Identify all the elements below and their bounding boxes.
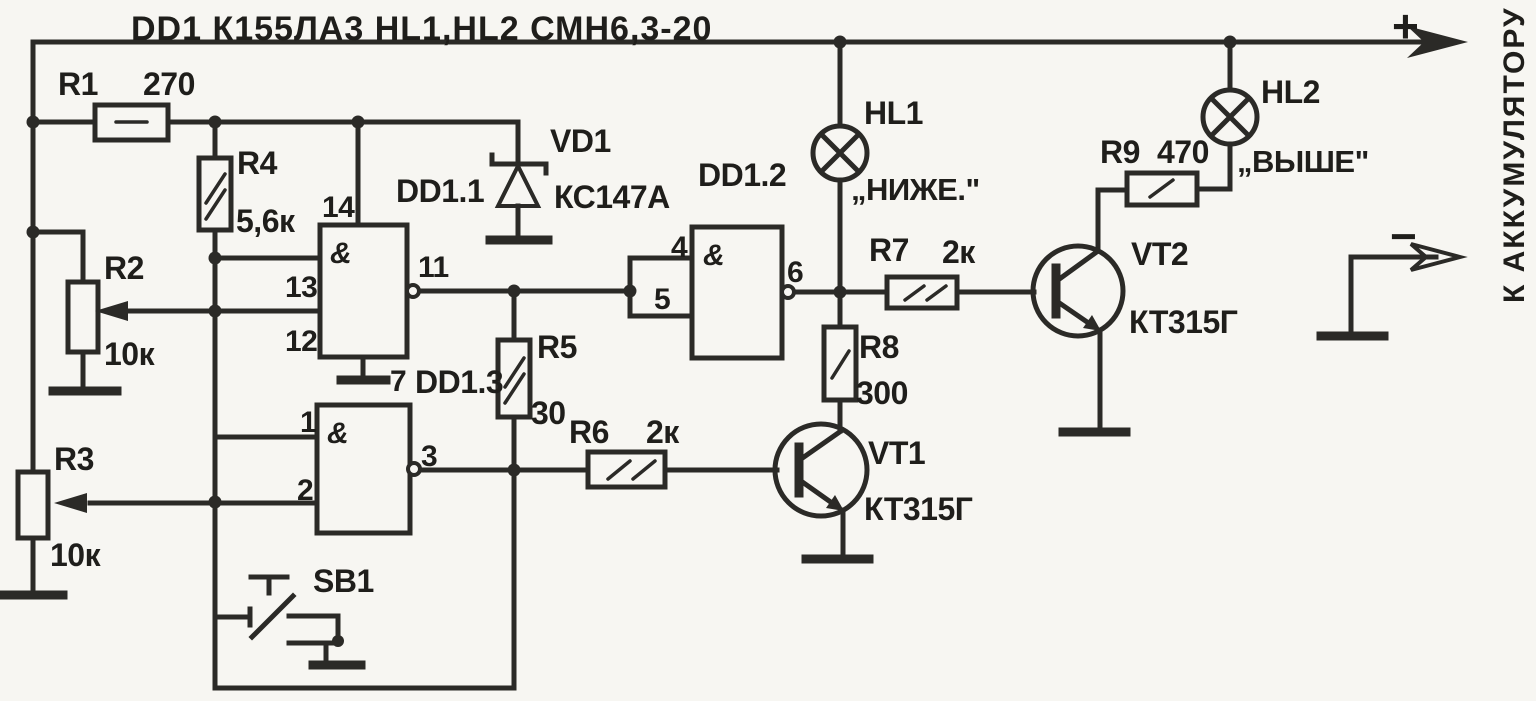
r8-value-label: 300: [856, 375, 908, 411]
resistor-r8: [821, 324, 859, 403]
r9-value-label: 470: [1157, 134, 1209, 170]
r5-value-label: 30: [531, 395, 566, 431]
pushbutton-sb1: [212, 574, 344, 666]
potentiometer-r2: [65, 279, 128, 355]
r3-wiper-arrow: [54, 493, 87, 513]
nand-gate-dd11: &: [317, 222, 421, 360]
r1-ref-label: R1: [58, 66, 98, 102]
r2-ref-label: R2: [104, 250, 144, 286]
vt1-type-label: КТ315Г: [864, 491, 973, 527]
dd12-pin4-label: 4: [671, 231, 688, 264]
junction-dots: [26, 35, 1237, 509]
r9-ref-label: R9: [1100, 134, 1140, 170]
resistor-r1: [92, 102, 171, 143]
dd13-pin1-label: 1: [300, 406, 316, 439]
resistor-r7: [884, 274, 960, 311]
hl2-ref-label: HL2: [1261, 74, 1320, 110]
r6-ref-label: R6: [569, 414, 609, 450]
nand-gate-dd13: &: [314, 402, 422, 536]
sb1-ref-label: SB1: [313, 563, 374, 599]
dd11-pin12-label: 12: [285, 325, 317, 358]
dd13-inversion-bubble: [406, 461, 422, 477]
hl2-caption: „ВЫШЕ": [1237, 144, 1369, 179]
hl1-caption: „НИЖЕ.": [851, 172, 980, 207]
dd11-inversion-bubble: [405, 283, 421, 299]
vd1-ref-label: VD1: [550, 123, 611, 159]
transistor-vt2: [1030, 243, 1126, 339]
ground-symbols: [0, 235, 1389, 670]
r2-value-label: 10к: [104, 336, 156, 372]
dd12-amp-symbol: &: [703, 239, 724, 272]
plus-terminal-arrow: [1407, 26, 1468, 58]
dd13-pin3-label: 3: [421, 440, 437, 473]
r7-value-label: 2к: [942, 234, 976, 270]
dd13-ref-label: DD1.3: [415, 364, 503, 400]
r5-ref-label: R5: [537, 329, 577, 365]
r1-value-label: 270: [143, 66, 195, 102]
dd12-pin5-label: 5: [654, 283, 670, 316]
vt1-emitter-arrow: [826, 495, 844, 511]
resistor-r6: [585, 449, 668, 490]
dd11-pin11-label: 11: [418, 251, 449, 284]
vt2-ref-label: VT2: [1131, 236, 1188, 272]
r4-ref-label: R4: [237, 145, 278, 181]
r3-ref-label: R3: [54, 441, 94, 477]
dd11-pin7-label: 7: [390, 365, 406, 398]
r8-ref-label: R8: [859, 329, 899, 365]
r3-value-label: 10к: [50, 537, 102, 573]
dd13-pin2-label: 2: [297, 474, 313, 507]
dd12-pin6-label: 6: [787, 256, 803, 289]
resistor-r4: [196, 155, 234, 233]
vt2-emitter-arrow: [1083, 315, 1101, 331]
vt2-type-label: КТ315Г: [1129, 304, 1238, 340]
dd12-ref-label: DD1.2: [698, 157, 786, 193]
dd11-amp-symbol: &: [330, 237, 351, 270]
dd11-pin13-label: 13: [285, 271, 317, 304]
vd1-type-label: КС147А: [554, 179, 670, 215]
nand-gate-dd12: &: [689, 224, 796, 361]
schematic-title: DD1 К155ЛА3 HL1,HL2 СМН6,3-20: [131, 10, 712, 48]
lamp-hl1: [810, 123, 870, 183]
transistor-vt1: [772, 421, 870, 519]
zener-diode-vd1: [489, 152, 549, 208]
r6-value-label: 2к: [646, 414, 680, 450]
resistor-r5: [495, 337, 533, 420]
lamp-hl2: [1200, 87, 1260, 147]
r4-value-label: 5,6к: [236, 203, 296, 239]
potentiometer-r3: [15, 469, 87, 541]
wires: [30, 39, 1439, 691]
dd12-inversion-bubble: [780, 284, 796, 300]
plus-sign-label: +: [1392, 0, 1418, 52]
r2-wiper-arrow: [95, 301, 128, 321]
minus-sign-label: −: [1390, 210, 1416, 262]
minus-terminal-arrow: [1409, 242, 1468, 272]
battery-connection-label: К АККУМУЛЯТОРУ: [1498, 6, 1531, 303]
dd11-pin14-label: 14: [322, 191, 355, 224]
r7-ref-label: R7: [869, 232, 909, 268]
vt1-ref-label: VT1: [868, 435, 925, 471]
dd11-ref-label: DD1.1: [396, 173, 484, 209]
hl1-ref-label: HL1: [864, 95, 923, 131]
resistor-r9: [1124, 170, 1200, 208]
dd13-amp-symbol: &: [327, 417, 348, 450]
